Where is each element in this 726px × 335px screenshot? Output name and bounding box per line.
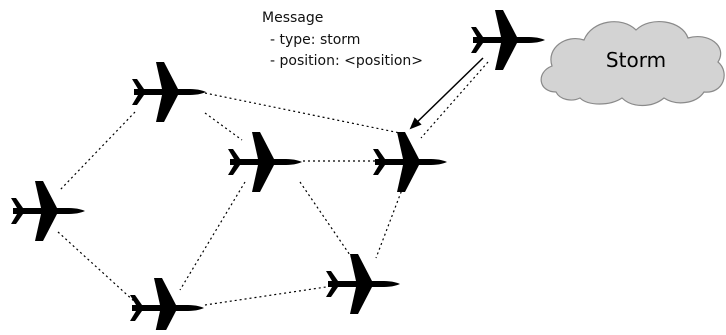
- link: [375, 186, 404, 259]
- link: [204, 92, 401, 134]
- message-title: Message: [262, 10, 324, 26]
- link: [204, 286, 327, 306]
- storm-cloud-shape: [540, 21, 725, 107]
- airplane-icon: [11, 181, 85, 241]
- airplane-icon: [471, 10, 545, 70]
- message-position: - position: <position>: [270, 53, 424, 69]
- airplane-icon: [373, 132, 447, 192]
- airplane-icon: [132, 62, 206, 122]
- link: [179, 181, 246, 291]
- airplane-icon: [130, 278, 204, 335]
- link: [204, 112, 243, 141]
- message-arrow: [409, 57, 484, 130]
- link: [420, 61, 489, 139]
- airplane-icon: [326, 254, 400, 314]
- link: [299, 181, 353, 259]
- links: [57, 61, 489, 306]
- message-type: - type: storm: [270, 32, 361, 48]
- link: [57, 231, 136, 303]
- storm-cloud: Storm: [540, 21, 725, 107]
- link: [59, 111, 136, 191]
- airplane-icon: [228, 132, 302, 192]
- storm-label: Storm: [606, 48, 666, 72]
